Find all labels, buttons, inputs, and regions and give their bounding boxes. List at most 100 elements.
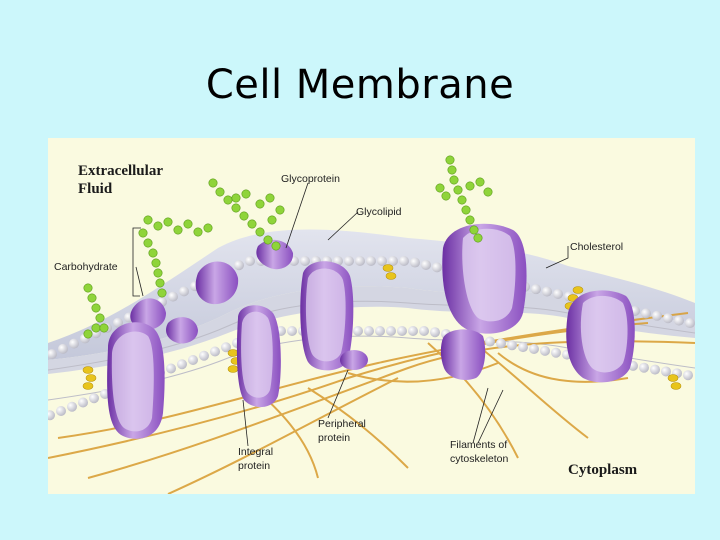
sugar-bead xyxy=(138,228,148,238)
sugar-bead xyxy=(271,241,281,251)
phospholipid-head xyxy=(650,364,660,375)
phospholipid-head xyxy=(661,366,671,377)
sugar-bead xyxy=(435,183,445,193)
label-cholesterol: Cholesterol xyxy=(570,241,624,253)
sugar-bead xyxy=(255,227,265,237)
phospholipid-head xyxy=(113,317,123,328)
phospholipid-head xyxy=(69,338,79,349)
sugar-bead xyxy=(231,203,241,213)
phospholipid-head xyxy=(507,340,517,351)
membrane-diagram: Extracellular Fluid Cytoplasm Glycoprote… xyxy=(48,138,695,494)
sugar-bead xyxy=(465,181,475,191)
sugar-bead xyxy=(449,175,459,185)
sugar-bead xyxy=(241,189,251,199)
sugar-bead xyxy=(157,288,167,298)
sugar-bead xyxy=(99,323,109,333)
sugar-bead xyxy=(263,235,273,245)
sugar-bead xyxy=(483,187,493,197)
phospholipid-head xyxy=(388,256,398,266)
label-extracellular-fluid: Extracellular Fluid xyxy=(78,163,163,197)
phospholipid-head xyxy=(432,262,442,273)
phospholipid-head xyxy=(364,326,374,336)
sugar-bead xyxy=(215,187,225,197)
phospholipid-head xyxy=(542,286,552,297)
sugar-bead xyxy=(475,177,485,187)
sugar-bead xyxy=(87,293,97,303)
peripheral-protein-blob xyxy=(340,350,368,370)
membrane-top-surface xyxy=(48,229,695,360)
label-integral-protein: Integral protein xyxy=(238,446,274,472)
phospholipid-head xyxy=(344,256,354,266)
sugar-bead xyxy=(445,155,455,165)
sugar-bead xyxy=(208,178,218,188)
sugar-bead xyxy=(193,227,203,237)
sugar-bead xyxy=(267,215,277,225)
phospholipid-head xyxy=(56,405,66,416)
sugar-bead xyxy=(231,193,241,203)
phospholipid-head xyxy=(188,354,198,365)
phospholipid-head xyxy=(663,313,673,324)
phospholipid-head xyxy=(553,289,563,299)
sugar-bead xyxy=(151,258,161,268)
phospholipid-head xyxy=(377,256,387,266)
sugar-bead xyxy=(148,248,158,258)
sugar-bead xyxy=(91,303,101,313)
phospholipid-head xyxy=(496,338,506,349)
phospholipid-head xyxy=(179,286,189,297)
phospholipid-head xyxy=(355,256,365,266)
sugar-bead xyxy=(153,268,163,278)
phospholipid-head xyxy=(683,370,693,381)
phospholipid-head xyxy=(287,326,297,336)
slide-title: Cell Membrane xyxy=(205,62,515,108)
phospholipid-head xyxy=(166,363,176,374)
label-peripheral-protein: Peripheral protein xyxy=(318,418,366,444)
phospholipid-head xyxy=(540,345,550,356)
label-glycoprotein: Glycoprotein xyxy=(281,173,340,185)
phospholipid-head xyxy=(48,410,55,421)
sugar-bead xyxy=(461,205,471,215)
phospholipid-head xyxy=(419,326,429,336)
sugar-bead xyxy=(465,215,475,225)
phospholipid-head xyxy=(639,362,649,373)
phospholipid-head xyxy=(353,326,363,336)
phospholipid-head xyxy=(177,359,187,370)
phospholipid-head xyxy=(551,347,561,358)
phospholipid-head xyxy=(67,401,77,412)
phospholipid-head xyxy=(168,291,178,302)
phospholipid-head xyxy=(685,318,695,329)
sugar-bead xyxy=(91,323,101,333)
sugar-bead xyxy=(143,238,153,248)
phospholipid-head xyxy=(674,315,684,326)
phospholipid-head xyxy=(531,284,541,295)
phospholipid-head xyxy=(641,308,651,319)
sugar-bead xyxy=(239,211,249,221)
sugar-bead xyxy=(469,225,479,235)
sugar-bead xyxy=(223,195,233,205)
phospholipid-head xyxy=(518,342,528,353)
sugar-bead xyxy=(441,191,451,201)
phospholipid-head xyxy=(366,256,376,266)
sugar-bead xyxy=(183,219,193,229)
phospholipid-head xyxy=(421,259,431,270)
label-filaments-of-cytoskeleton: Filaments of cytoskeleton xyxy=(450,439,509,465)
phospholipid-head xyxy=(485,336,495,347)
carbohydrate-chains xyxy=(83,155,493,339)
phospholipid-head xyxy=(210,346,220,357)
phospholipid-head xyxy=(221,342,231,353)
phospholipid-head xyxy=(48,349,57,360)
phospholipid-head xyxy=(78,397,88,408)
phospholipid-head xyxy=(300,256,310,266)
leader-lines xyxy=(132,182,569,447)
sugar-bead xyxy=(473,233,483,243)
phospholipid-head xyxy=(399,256,409,266)
phospholipid-head xyxy=(410,257,420,268)
label-cytoplasm: Cytoplasm xyxy=(568,462,638,478)
sugar-bead xyxy=(153,221,163,231)
label-carbohydrate: Carbohydrate xyxy=(54,261,118,273)
phospholipid-head xyxy=(234,260,244,271)
phospholipid-head xyxy=(375,326,385,336)
phospholipid-head xyxy=(397,326,407,336)
sugar-bead xyxy=(255,199,265,209)
sugar-bead xyxy=(275,205,285,215)
phospholipid-head xyxy=(245,256,255,266)
